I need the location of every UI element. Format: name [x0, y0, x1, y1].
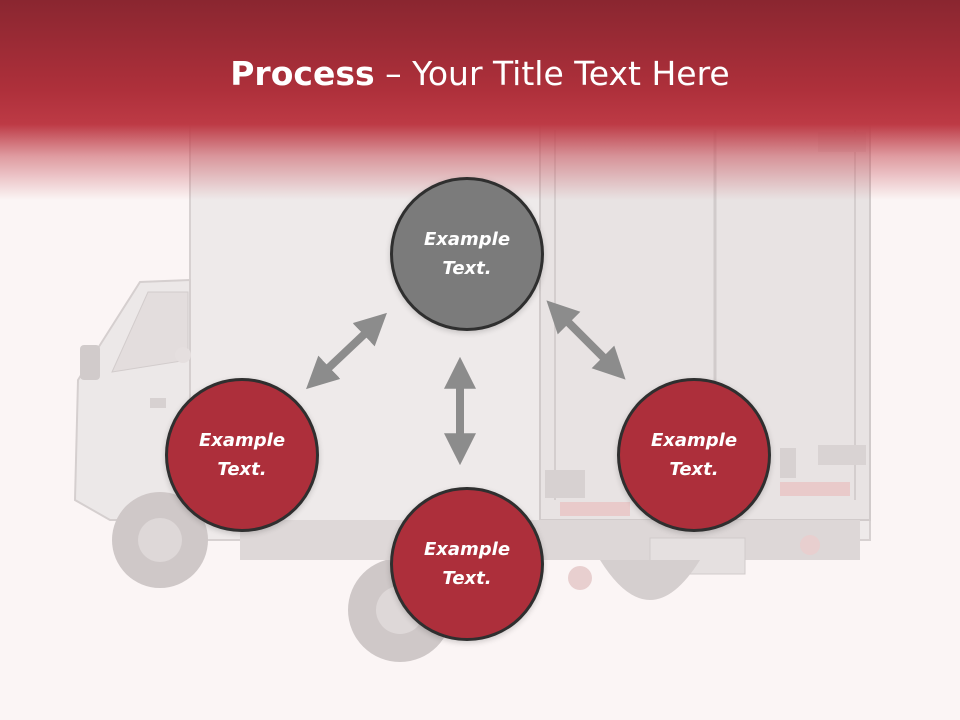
arrow-top-right — [546, 300, 626, 380]
arrow-top-left — [306, 312, 387, 390]
slide-title: Process – Your Title Text Here — [0, 52, 960, 96]
node-label: Example Text. — [423, 539, 511, 589]
title-bold: Process — [230, 54, 375, 93]
title-rest: – Your Title Text Here — [374, 54, 730, 93]
node-label: Example Text. — [423, 229, 511, 279]
process-node-top[interactable]: Example Text. — [390, 177, 544, 331]
process-node-bottom[interactable]: Example Text. — [390, 487, 544, 641]
process-node-right[interactable]: Example Text. — [617, 378, 771, 532]
header-band — [0, 0, 960, 200]
process-node-left[interactable]: Example Text. — [165, 378, 319, 532]
node-label: Example Text. — [198, 430, 286, 480]
node-label: Example Text. — [650, 430, 738, 480]
